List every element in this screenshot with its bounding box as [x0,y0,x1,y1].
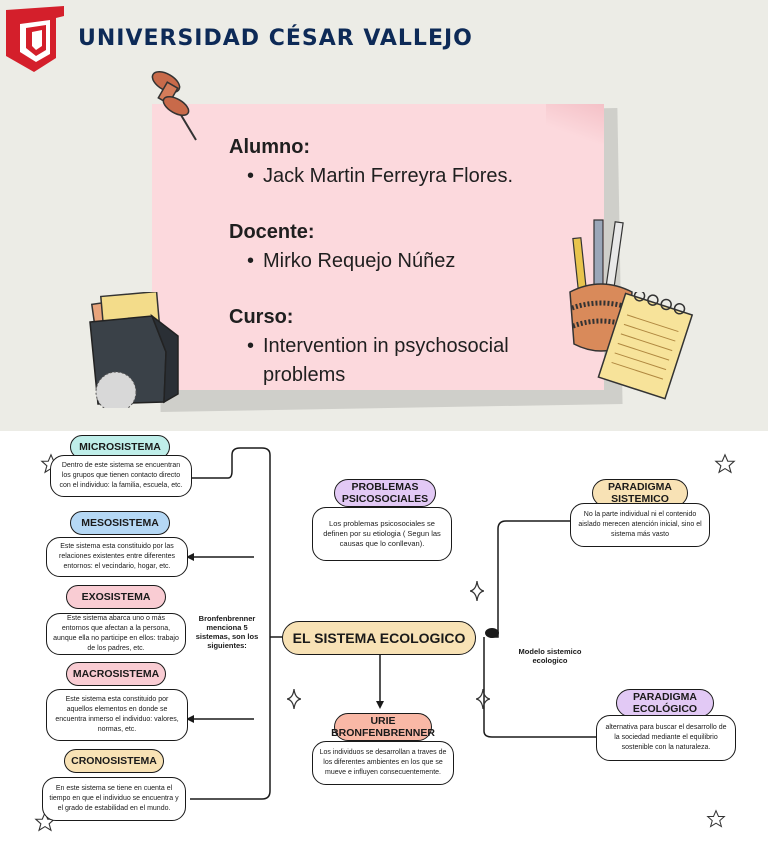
book-organizer-icon [89,292,179,408]
paradigma-sistemico-text: No la parte individual ni el contenido a… [570,503,710,547]
urie-title: URIE BRONFENBRENNER [331,713,435,741]
paradigma-ecologico-text: alternativa para buscar el desarrollo de… [596,715,736,761]
student-name-text: Jack Martin Ferreyra Flores. [263,165,514,187]
connector-lines [186,447,598,800]
student-name: Jack Martin Ferreyra Flores. [247,162,577,191]
notepad-icon [597,292,694,400]
bronfenbrenner-note: Bronfenbrenner menciona 5 sistemas, son … [195,614,259,650]
course-label: Curso: [229,306,294,328]
microsistema-text: Dentro de este sistema se encuentran los… [50,455,192,497]
macrosistema-text: Este sistema esta constituido por aquell… [46,689,188,741]
paradigma-sistemico-title: PARADIGMA SISTEMICO [592,479,688,507]
sparkle-icon [476,689,490,709]
teacher-name: Mirko Requejo Núñez [247,247,577,276]
exosistema-title: EXOSISTEMA [66,585,166,609]
teacher-label: Docente: [229,221,315,243]
course-name-text: Intervention in psychosocial problems [263,335,509,386]
modelo-note: Modelo sistemico ecologico [518,647,582,665]
star-icon [714,453,736,474]
problemas-title: PROBLEMAS PSICOSOCIALES [334,479,436,507]
paradigma-ecologico-title: PARADIGMA ECOLÓGICO [616,689,714,717]
cronosistema-text: En este sistema se tiene en cuenta el ti… [42,777,186,821]
mesosistema-text: Este sistema esta constituido por las re… [46,537,188,577]
center-node: EL SISTEMA ECOLOGICO [282,621,476,655]
sparkle-icon [287,689,301,709]
teacher-name-text: Mirko Requejo Núñez [263,250,456,272]
macrosistema-title: MACROSISTEMA [66,662,166,686]
course-name: Intervention in psychosocial problems [247,332,577,390]
title-slide: UNIVERSIDAD CÉSAR VALLEJO Alumno: Jack M… [0,0,768,431]
mind-map: MICROSISTEMA Dentro de este sistema se e… [0,431,768,862]
university-name: UNIVERSIDAD CÉSAR VALLEJO [78,26,473,51]
card-fold [546,104,604,144]
problemas-text: Los problemas psicosociales se definen p… [312,507,452,561]
student-label: Alumno: [229,136,311,158]
cronosistema-title: CRONOSISTEMA [64,749,164,773]
exosistema-text: Este sistema abarca uno o más entornos q… [46,613,186,655]
star-icon [706,809,726,828]
mesosistema-title: MESOSISTEMA [70,511,170,535]
pushpin-icon [151,71,197,141]
sparkle-icon [470,581,484,601]
university-logo-icon [6,6,64,72]
urie-text: Los individuos se desarrollan a traves d… [312,741,454,785]
